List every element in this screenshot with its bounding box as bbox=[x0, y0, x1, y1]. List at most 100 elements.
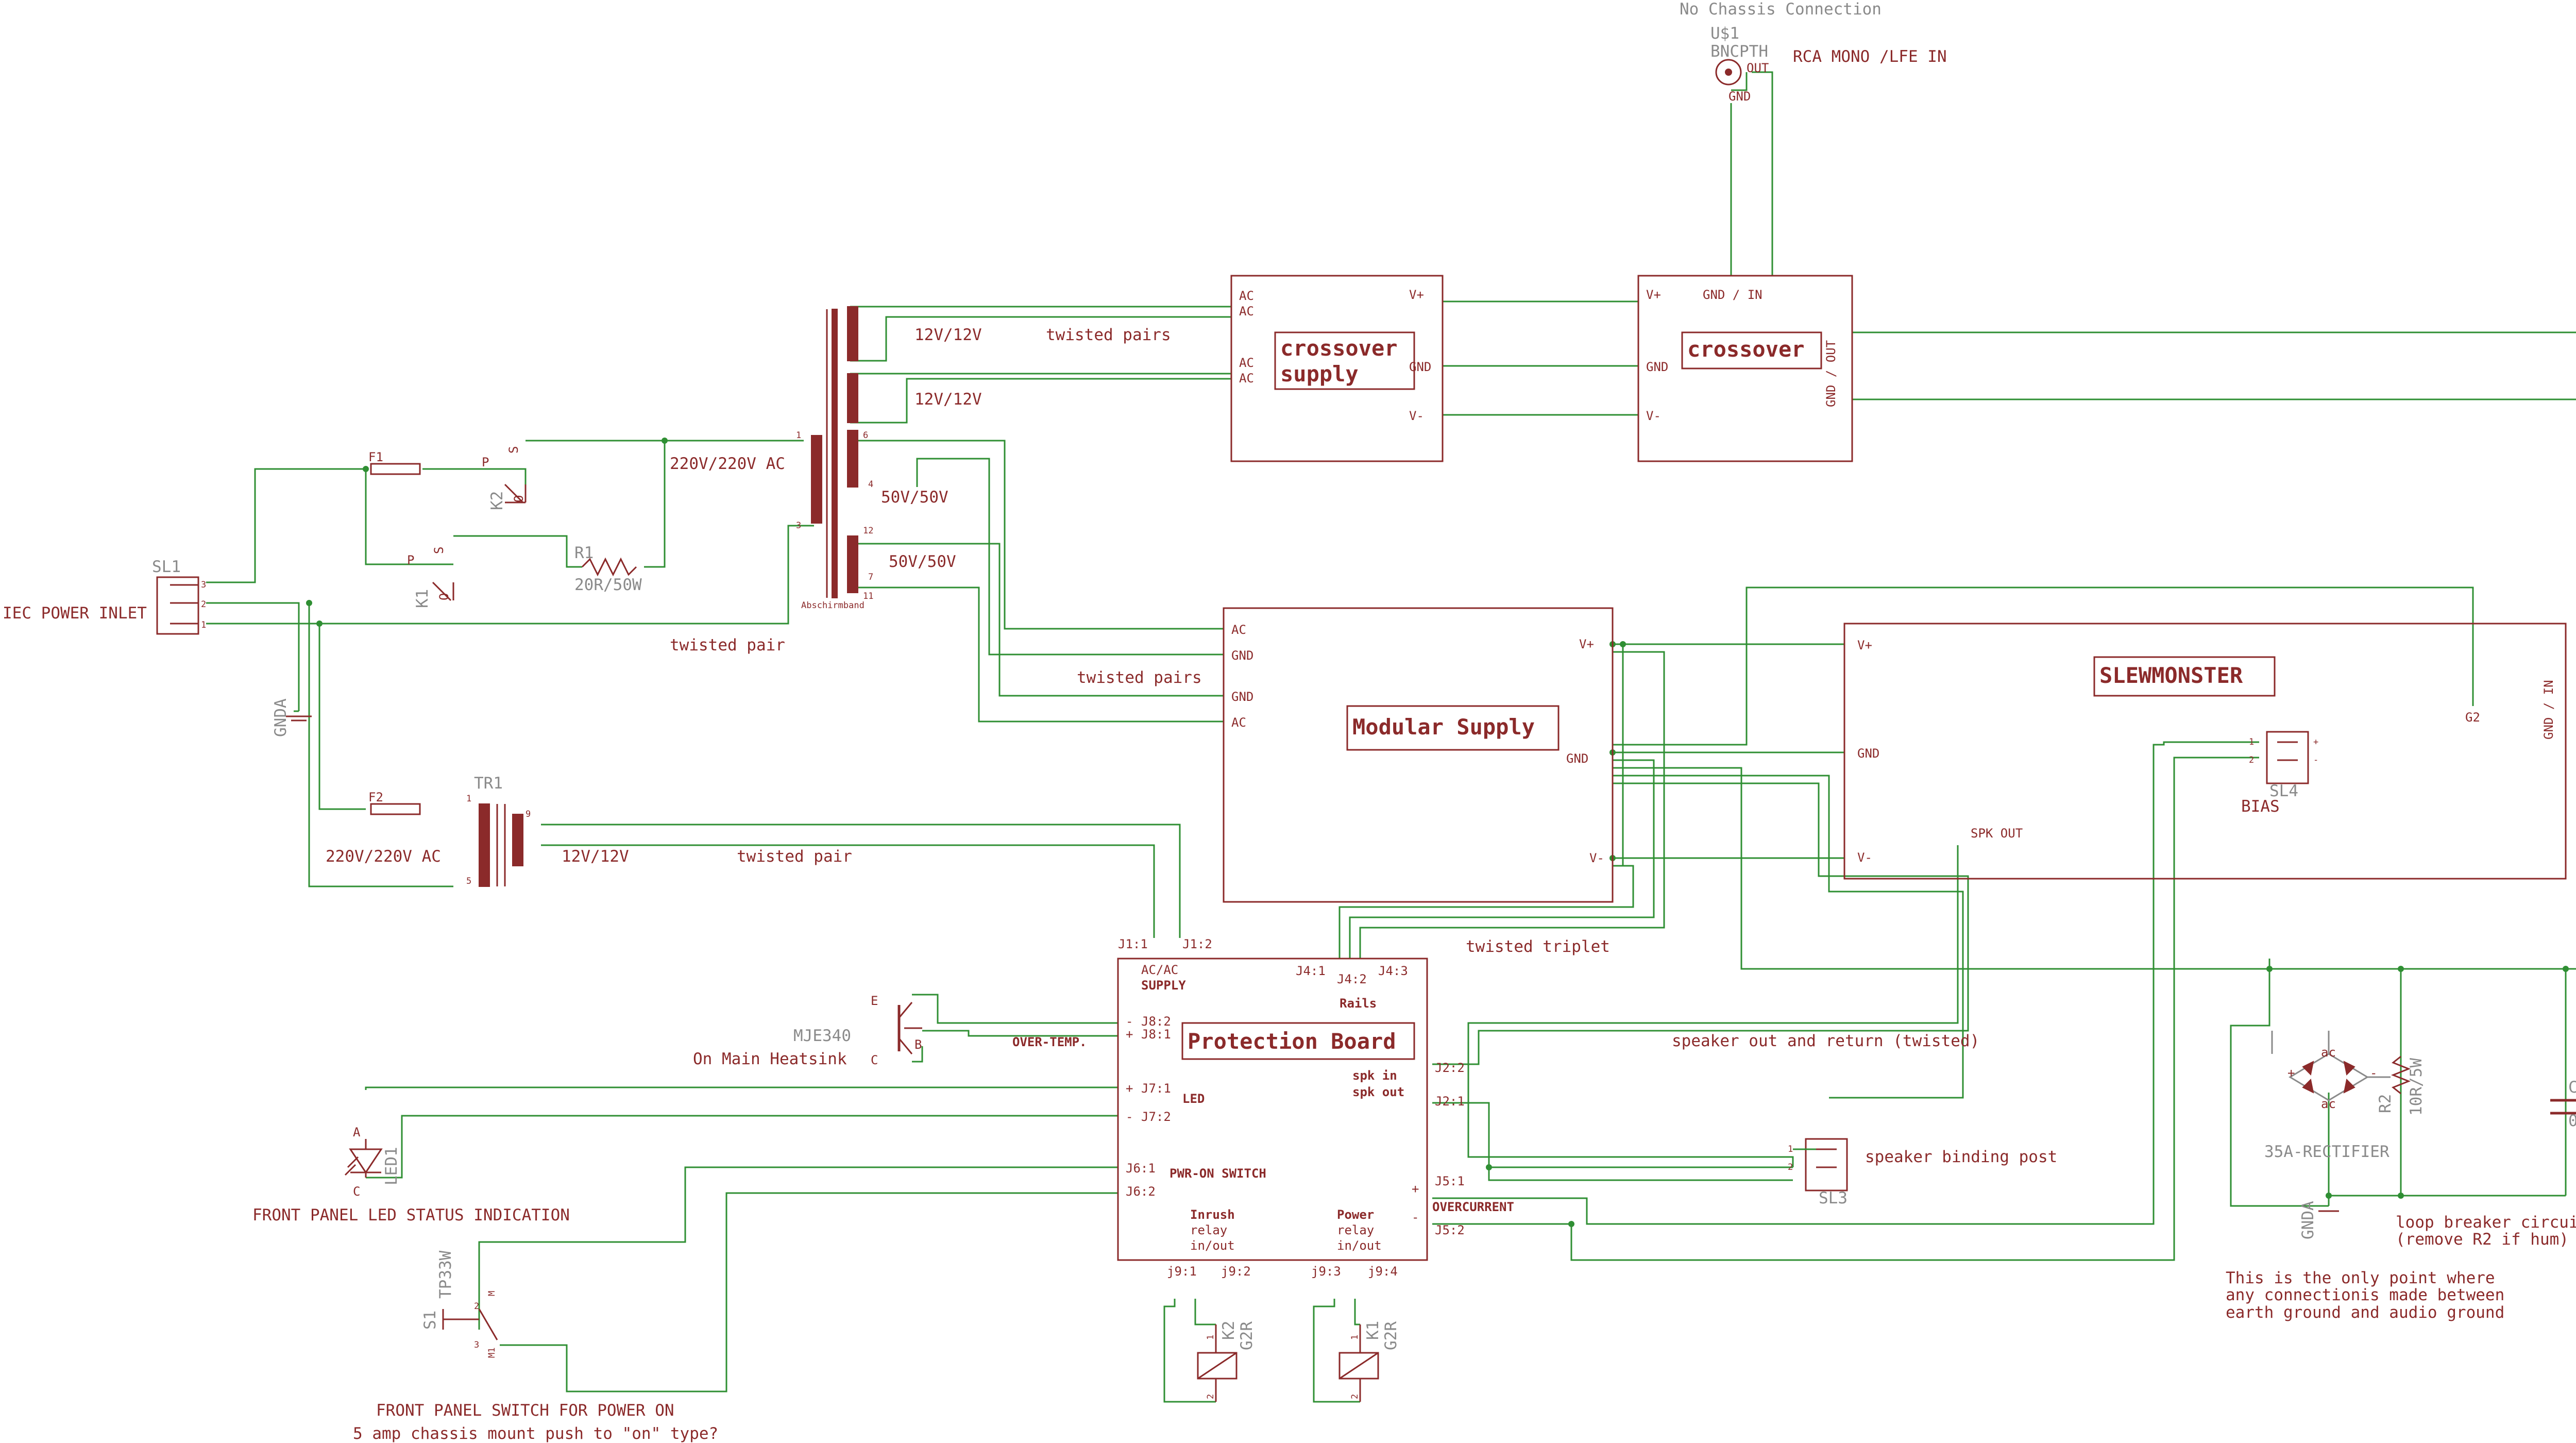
s1-p3: 3 bbox=[474, 1340, 479, 1350]
rect-outline bbox=[2289, 1053, 2369, 1101]
ms-vplus: V+ bbox=[1579, 637, 1594, 651]
loop-breaker: ac ac + - 35A-RECTIFIER R2 10R/5W C1 0.1… bbox=[2226, 1031, 2576, 1322]
pb-j6-2: J6:2 bbox=[1126, 1184, 1156, 1199]
pb-acac: AC/AC bbox=[1141, 963, 1178, 977]
wire-k2s-1 bbox=[1163, 1299, 1216, 1403]
iec-inlet: SL1 3 2 1 IEC POWER INLET GNDA twisted p… bbox=[3, 558, 785, 737]
lb-note4: any connectionis made between bbox=[2226, 1286, 2504, 1304]
tr1-secondary bbox=[512, 814, 523, 866]
rect-minus: - bbox=[2370, 1066, 2377, 1080]
tr1-pri-label: 220V/220V AC bbox=[326, 847, 441, 866]
wire-gnd-spk bbox=[1613, 775, 1964, 1099]
junction bbox=[2266, 966, 2273, 972]
ms-gnd: GND bbox=[1231, 648, 1253, 663]
junction bbox=[2398, 1193, 2404, 1199]
fuses-relays: F1 F2 P S K2 O P S K1 O R1 20R/50W bbox=[368, 446, 642, 815]
led-a: A bbox=[353, 1125, 361, 1139]
xs-title-2: supply bbox=[1280, 361, 1359, 387]
sm-gnd: GND bbox=[1857, 746, 1879, 761]
tx-pin12: 12 bbox=[863, 526, 873, 536]
k2-blade bbox=[504, 483, 524, 504]
tr1-twisted: twisted pair bbox=[737, 847, 852, 866]
ms-vminus: V- bbox=[1589, 851, 1604, 865]
iec-pin3: 3 bbox=[201, 580, 206, 590]
sl3-label: speaker binding post bbox=[1865, 1148, 2057, 1166]
rect-name: 35A-RECTIFIER bbox=[2264, 1143, 2389, 1161]
k1-p: P bbox=[407, 553, 414, 567]
pb-relay-2: relay bbox=[1337, 1223, 1374, 1237]
sm-gnd-in: GND / IN bbox=[2541, 680, 2556, 740]
wire-spk-sl3a bbox=[1432, 1102, 1793, 1168]
tx-pin11: 11 bbox=[863, 591, 873, 601]
junctions bbox=[306, 438, 2569, 1227]
pb-relay-1: relay bbox=[1190, 1223, 1227, 1237]
mje-c: C bbox=[871, 1053, 878, 1067]
mje-name: MJE340 bbox=[793, 1027, 851, 1045]
rect-diode bbox=[2343, 1061, 2355, 1076]
mje-e: E bbox=[871, 994, 878, 1008]
xs-ac2: AC bbox=[1239, 304, 1254, 318]
tx-pin7: 7 bbox=[868, 572, 873, 582]
rect-diode bbox=[2343, 1078, 2355, 1094]
wire-led-c bbox=[366, 1115, 1118, 1179]
x-vplus: V+ bbox=[1646, 288, 1661, 302]
crossover-supply-block: AC AC AC AC crossover supply V+ GND V- bbox=[1230, 275, 1444, 462]
pb-j7-1: J7:1 bbox=[1141, 1081, 1171, 1096]
ms-ac2: AC bbox=[1231, 715, 1246, 730]
pb-j1-2: J1:2 bbox=[1182, 937, 1212, 951]
no-chassis-label: No Chassis Connection bbox=[1680, 0, 1882, 19]
bnc-outer bbox=[1715, 59, 1742, 86]
protection-board: J1:1 J1:2 AC/AC SUPPLY J4:1 J4:2 J4:3 Ra… bbox=[1012, 937, 1610, 1279]
tx-pin6: 6 bbox=[863, 430, 868, 441]
junction bbox=[306, 600, 312, 606]
crossover-block: V+ GND V- GND / IN crossover GND / OUT bbox=[1637, 275, 1853, 462]
bnc-connector: No Chassis Connection U$1 BNCPTH OUT GND… bbox=[1680, 0, 1947, 104]
pb-title: Protection Board bbox=[1188, 1029, 1396, 1054]
s1-note1: FRONT PANEL SWITCH FOR POWER ON bbox=[376, 1401, 674, 1420]
k1-coil-box bbox=[1338, 1352, 1379, 1380]
x-gnd: GND bbox=[1646, 360, 1668, 374]
tx-primary-coil bbox=[811, 435, 822, 524]
lb-gnda: GNDA bbox=[2299, 1201, 2317, 1239]
pb-overcurrent: OVERCURRENT bbox=[1432, 1200, 1514, 1214]
k1-coil-p2: 2 bbox=[1350, 1394, 1360, 1399]
pb-j8-1: J8:1 bbox=[1141, 1027, 1171, 1042]
wire-k1s-2 bbox=[1354, 1299, 1360, 1325]
sm-vplus: V+ bbox=[1857, 638, 1872, 652]
tr1-pin9: 9 bbox=[526, 809, 531, 819]
wire-k2s-2 bbox=[1194, 1299, 1216, 1325]
rect-diode bbox=[2302, 1061, 2314, 1076]
k1-name: K1 bbox=[413, 589, 432, 608]
sl3-pin2: 2 bbox=[1788, 1162, 1793, 1172]
wire-led-a bbox=[365, 1086, 1118, 1090]
pb-j9-4: j9:4 bbox=[1368, 1264, 1398, 1279]
wire-50v2-b bbox=[855, 586, 1224, 723]
k2-coil-diag bbox=[1197, 1352, 1237, 1380]
sm-vminus: V- bbox=[1857, 850, 1872, 865]
wire-k1-r1 bbox=[453, 535, 582, 568]
wire-iec-3 bbox=[206, 468, 366, 583]
pb-minus-3: - bbox=[1412, 1210, 1419, 1224]
xs-ac1: AC bbox=[1239, 289, 1254, 303]
xs-ac3: AC bbox=[1239, 356, 1254, 370]
k2-coil: 1 2 K2 G2R bbox=[1197, 1321, 1256, 1402]
x-gnd-out: GND / OUT bbox=[1824, 340, 1838, 407]
pb-inout-2: in/out bbox=[1337, 1238, 1382, 1253]
bias-minus: - bbox=[2313, 755, 2318, 765]
k1-s: S bbox=[432, 547, 446, 554]
bnc-name: U$1 bbox=[1710, 24, 1739, 43]
pb-j5-2: J5:2 bbox=[1435, 1223, 1465, 1237]
k2-s: S bbox=[506, 446, 521, 454]
wire-spk-out bbox=[1467, 845, 1959, 1167]
sl3-pin1: 1 bbox=[1788, 1144, 1793, 1154]
main-transformer: 220V/220V AC 1 3 12V/12V twisted pairs 1… bbox=[670, 306, 1171, 611]
mje-note: On Main Heatsink bbox=[693, 1050, 847, 1068]
tx-sec4 bbox=[847, 535, 858, 593]
sm-title: SLEWMONSTER bbox=[2099, 663, 2243, 688]
wire-spk-sl3b bbox=[1488, 1167, 1793, 1181]
tr1-primary bbox=[479, 803, 490, 887]
tx-sec1-label: 12V/12V bbox=[914, 326, 982, 344]
junction bbox=[2326, 1193, 2332, 1199]
ms-title-box bbox=[1346, 705, 1560, 751]
